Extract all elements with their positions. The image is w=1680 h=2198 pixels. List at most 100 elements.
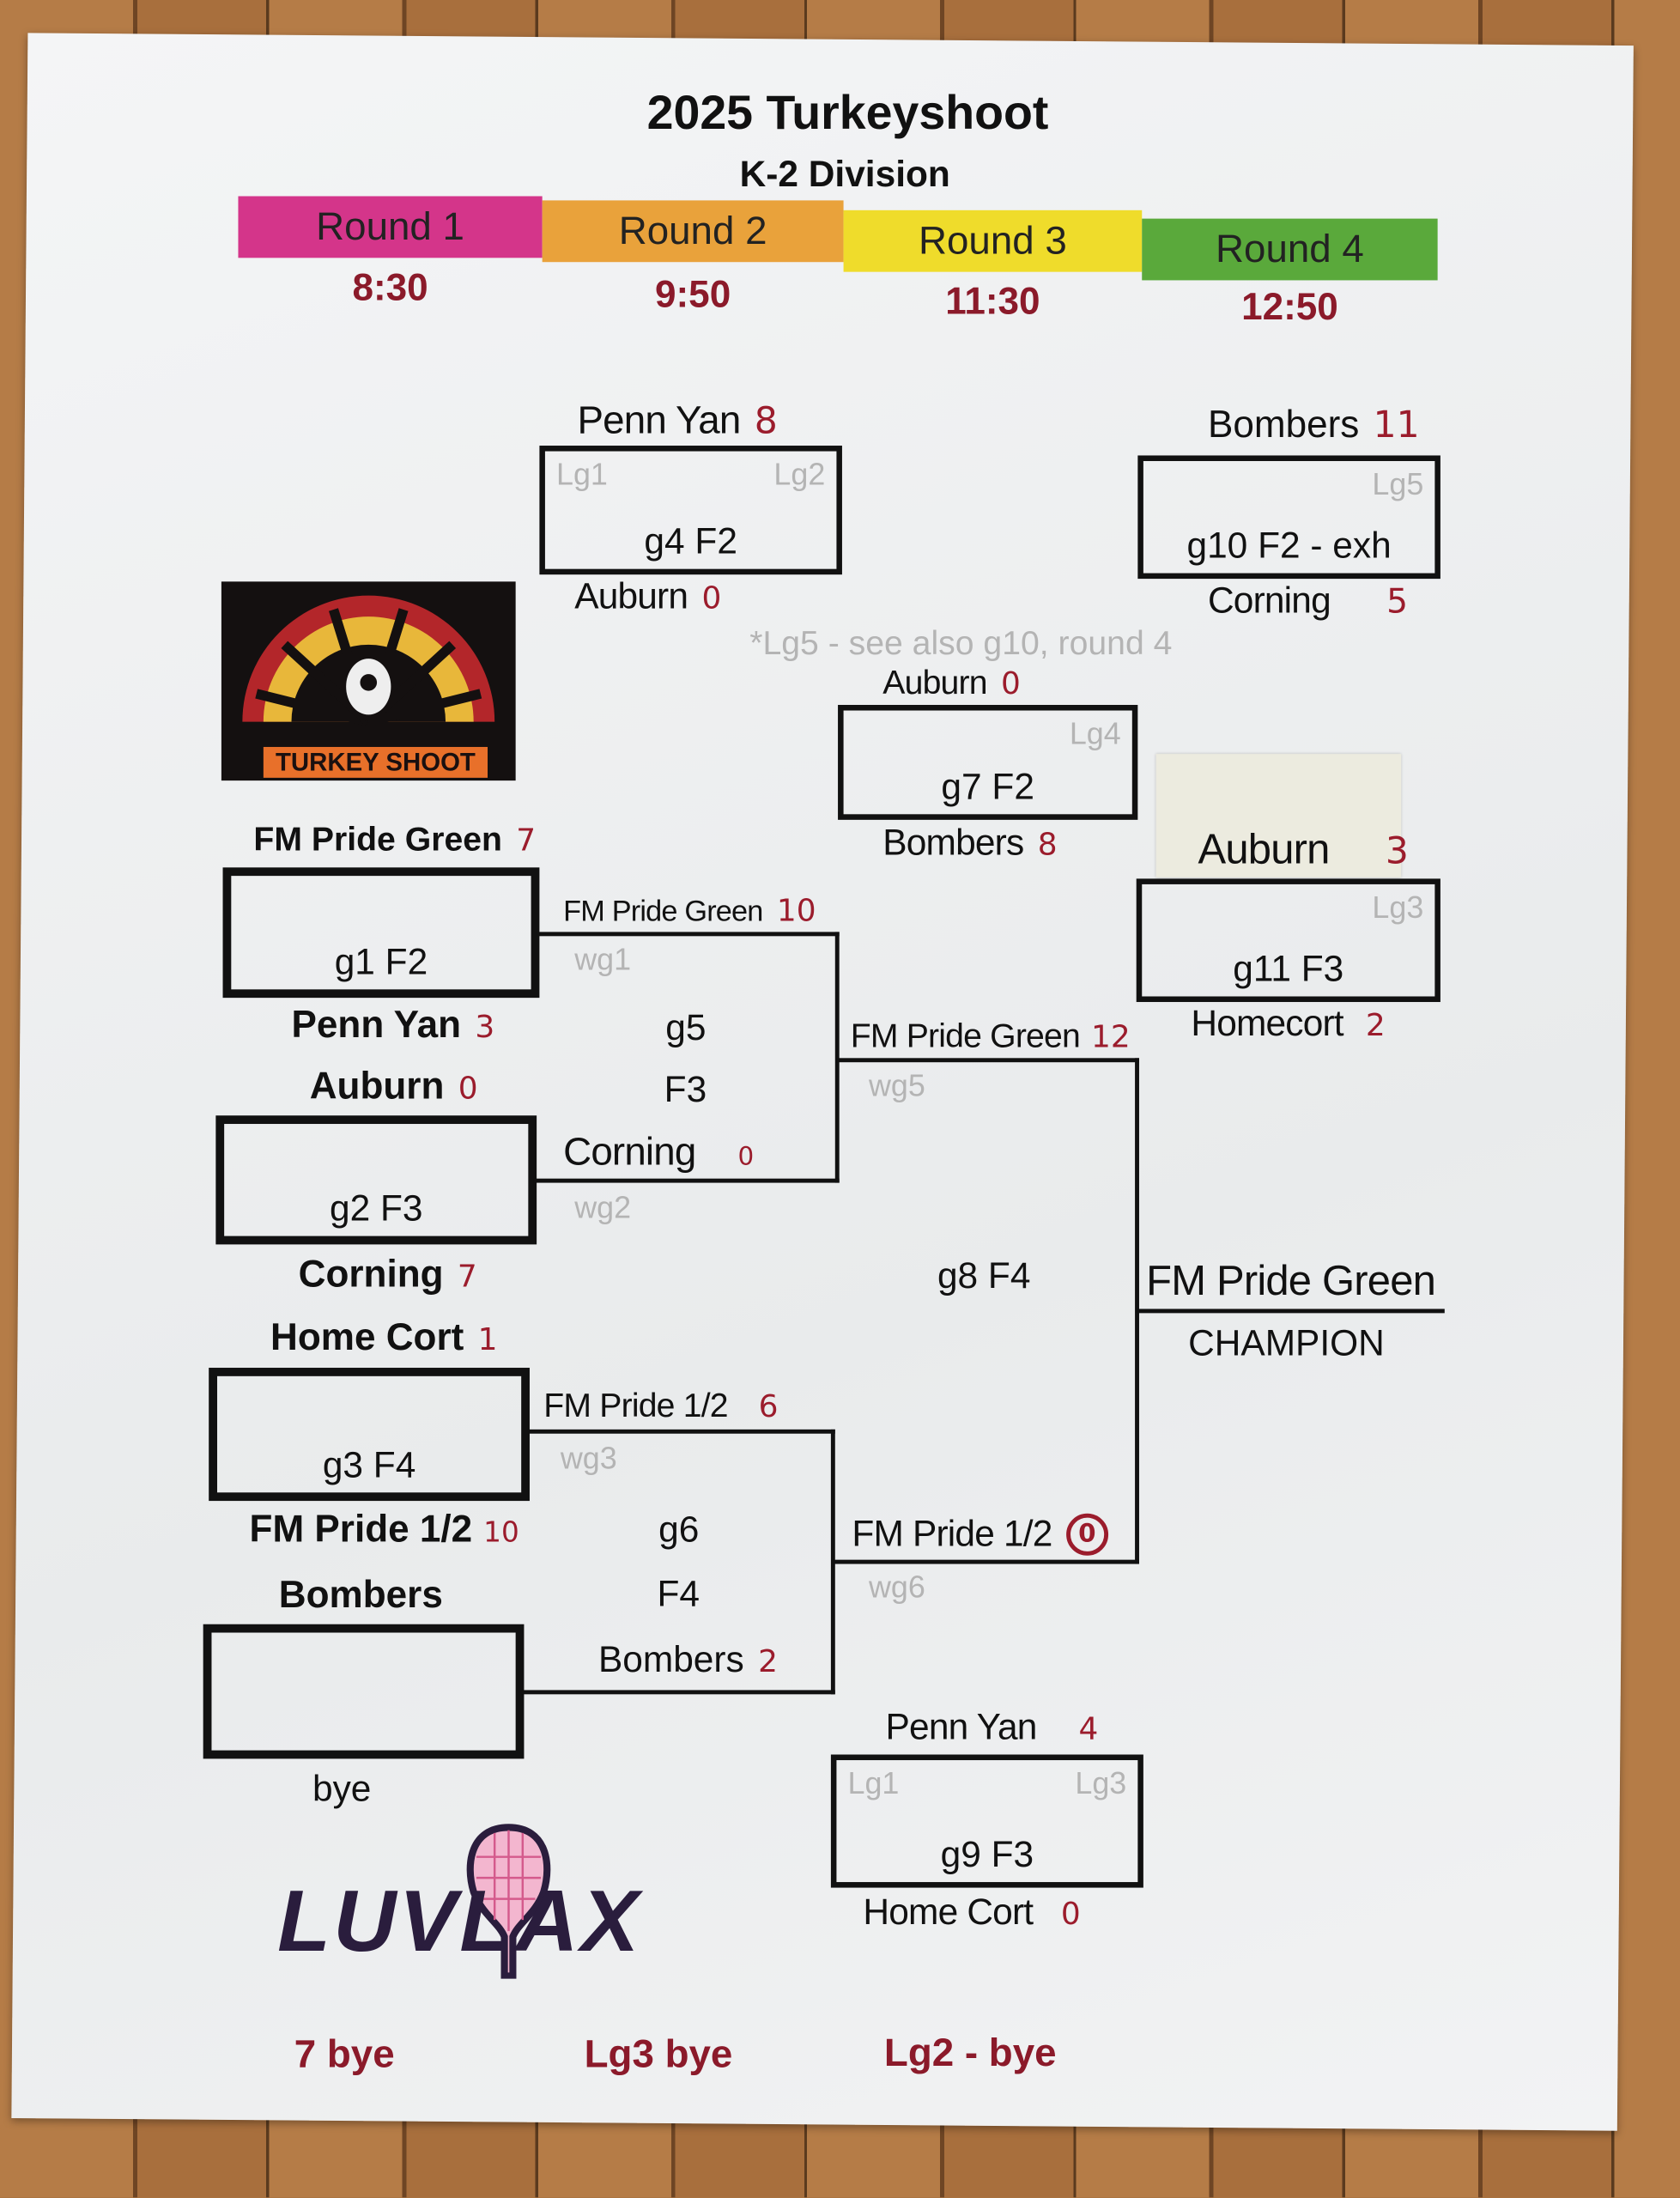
- g6-field: F4: [657, 1572, 701, 1615]
- g4-top-score: 8: [754, 400, 778, 443]
- g1-top-team: FM Pride Green: [253, 821, 502, 859]
- g10-box: Lg5 g10 F2 - exh: [1137, 455, 1440, 580]
- champion-line: [1136, 1308, 1445, 1314]
- round-3-header: Round 3: [843, 209, 1143, 272]
- g8-top-line: [836, 1058, 1139, 1063]
- g11-bottom-row: Homecort 2: [1191, 1002, 1386, 1046]
- g6-bottom-score: 2: [758, 1645, 778, 1681]
- g8-bottom-line: [834, 1559, 1139, 1564]
- g5-bottom-line: [533, 1178, 840, 1183]
- g7-bottom-score: 8: [1037, 828, 1058, 864]
- tape-patch: [1155, 754, 1402, 877]
- g2-bottom-team: Corning: [298, 1253, 444, 1296]
- g8-top-score: 12: [1091, 1020, 1131, 1056]
- footer-bye-3: Lg2 - bye: [883, 2031, 1057, 2074]
- g4-top-slot: Lg1: [555, 457, 608, 492]
- g4-top-team: Penn Yan: [577, 398, 741, 442]
- g8-label: g8 F4: [937, 1254, 1031, 1296]
- bye-box: [203, 1624, 525, 1759]
- g5-bottom-team: Corning: [563, 1129, 696, 1174]
- round-2-header: Round 2: [542, 200, 844, 263]
- g8-top-team: FM Pride Green: [850, 1017, 1081, 1056]
- round-3-time: 11:30: [945, 280, 1040, 323]
- g3-bottom-score: 10: [483, 1515, 519, 1549]
- g6-label: g6: [658, 1508, 700, 1551]
- g2-top-score: 0: [458, 1072, 478, 1108]
- g8-bottom-score: 0: [1065, 1513, 1108, 1556]
- lg5-note: *Lg5 - see also g10, round 4: [749, 624, 1173, 664]
- round-4-time: 12:50: [1241, 285, 1338, 328]
- g7-label: g7 F2: [941, 765, 1034, 808]
- g5-top-score: 10: [776, 894, 816, 930]
- lacrosse-stick-icon: [466, 1824, 551, 1979]
- g8-bottom-row: FM Pride 1/2 0: [852, 1512, 1108, 1556]
- g9-bottom-slot: Lg3: [1075, 1765, 1127, 1801]
- g5-bottom-score: 0: [737, 1142, 755, 1172]
- g11-top-team: Auburn: [1198, 826, 1331, 873]
- g1-bottom-row: Penn Yan 3: [291, 1004, 494, 1047]
- g5-top-row: FM Pride Green 10: [563, 894, 816, 929]
- g5-bottom-row: Corning 0: [563, 1130, 754, 1175]
- g1-bottom-score: 3: [475, 1010, 495, 1046]
- round-1-header: Round 1: [238, 196, 543, 258]
- g8-top-row: FM Pride Green 12: [851, 1017, 1131, 1056]
- g3-bottom-team: FM Pride 1/2: [249, 1508, 473, 1551]
- bye-label: bye: [312, 1767, 372, 1810]
- g11-top-score: 3: [1385, 830, 1409, 873]
- g4-bottom-slot: Lg2: [773, 457, 826, 492]
- g5-top-team: FM Pride Green: [563, 895, 763, 928]
- g8-top-slot: wg5: [868, 1067, 925, 1103]
- g10-top-row: Bombers 11: [1208, 404, 1420, 448]
- g1-box: g1 F2: [222, 867, 540, 999]
- g11-top-row: Auburn 3: [1198, 827, 1409, 875]
- turkey-fan-icon: [242, 595, 495, 727]
- g1-label: g1 F2: [334, 940, 428, 983]
- round-2-time: 9:50: [655, 273, 731, 316]
- g4-bottom-team: Auburn: [574, 574, 688, 617]
- bye-top-team: Bombers: [278, 1573, 443, 1616]
- round-4-header: Round 4: [1142, 218, 1438, 281]
- footer-bye-1: 7 bye: [294, 2031, 395, 2076]
- g9-bottom-row: Home Cort 0: [863, 1891, 1080, 1934]
- g2-label: g2 F3: [329, 1187, 423, 1230]
- g9-top-row: Penn Yan 4: [885, 1705, 1099, 1749]
- g1-bottom-team: Penn Yan: [291, 1003, 462, 1046]
- g1-top-row: FM Pride Green 7: [253, 821, 536, 859]
- g11-bottom-slot: Lg3: [1372, 890, 1424, 926]
- g3-top-row: Home Cort 1: [270, 1316, 497, 1360]
- g8-bottom-team: FM Pride 1/2: [852, 1512, 1052, 1555]
- g2-top-team: Auburn: [309, 1065, 445, 1108]
- g4-label: g4 F2: [644, 519, 737, 562]
- g4-box: Lg1 Lg2 g4 F2: [539, 446, 842, 575]
- g6-top-row: FM Pride 1/2 6: [543, 1387, 778, 1426]
- bracket-sheet: [11, 33, 1634, 2131]
- g6-top-line: [528, 1429, 835, 1434]
- g7-box: Lg4 g7 F2: [838, 704, 1138, 820]
- luvlax-logo: LUVLAX: [277, 1822, 748, 1983]
- g10-bottom-row: Corning 5: [1207, 579, 1409, 622]
- g9-bottom-team: Home Cort: [863, 1890, 1034, 1933]
- g7-top-score: 0: [1001, 666, 1021, 702]
- g10-bottom-team: Corning: [1207, 579, 1331, 622]
- luvlax-logo-text: LUVLAX: [277, 1873, 642, 1970]
- turkey-shoot-logo: TURKEY SHOOT: [221, 581, 516, 781]
- g6-top-team: FM Pride 1/2: [543, 1387, 728, 1425]
- g10-label: g10 F2 - exh: [1186, 524, 1392, 567]
- g2-bottom-score: 7: [457, 1260, 477, 1296]
- g7-bottom-row: Bombers 8: [882, 822, 1058, 865]
- g6-top-score: 6: [758, 1390, 779, 1425]
- g5-connector: [834, 932, 840, 1183]
- g5-bottom-slot: wg2: [574, 1189, 632, 1225]
- g5-top-slot: wg1: [574, 941, 632, 977]
- g9-box: Lg1 Lg3 g9 F3: [830, 1754, 1143, 1888]
- g10-top-team: Bombers: [1207, 404, 1360, 446]
- g10-bottom-score: 5: [1386, 581, 1409, 622]
- g9-top-team: Penn Yan: [885, 1705, 1038, 1748]
- g9-top-slot: Lg1: [847, 1765, 900, 1801]
- g11-label: g11 F3: [1233, 947, 1344, 990]
- g10-top-score: 11: [1373, 404, 1420, 447]
- g11-bottom-score: 2: [1365, 1009, 1386, 1044]
- g3-top-score: 1: [477, 1322, 498, 1358]
- g7-top-team: Auburn: [882, 664, 987, 702]
